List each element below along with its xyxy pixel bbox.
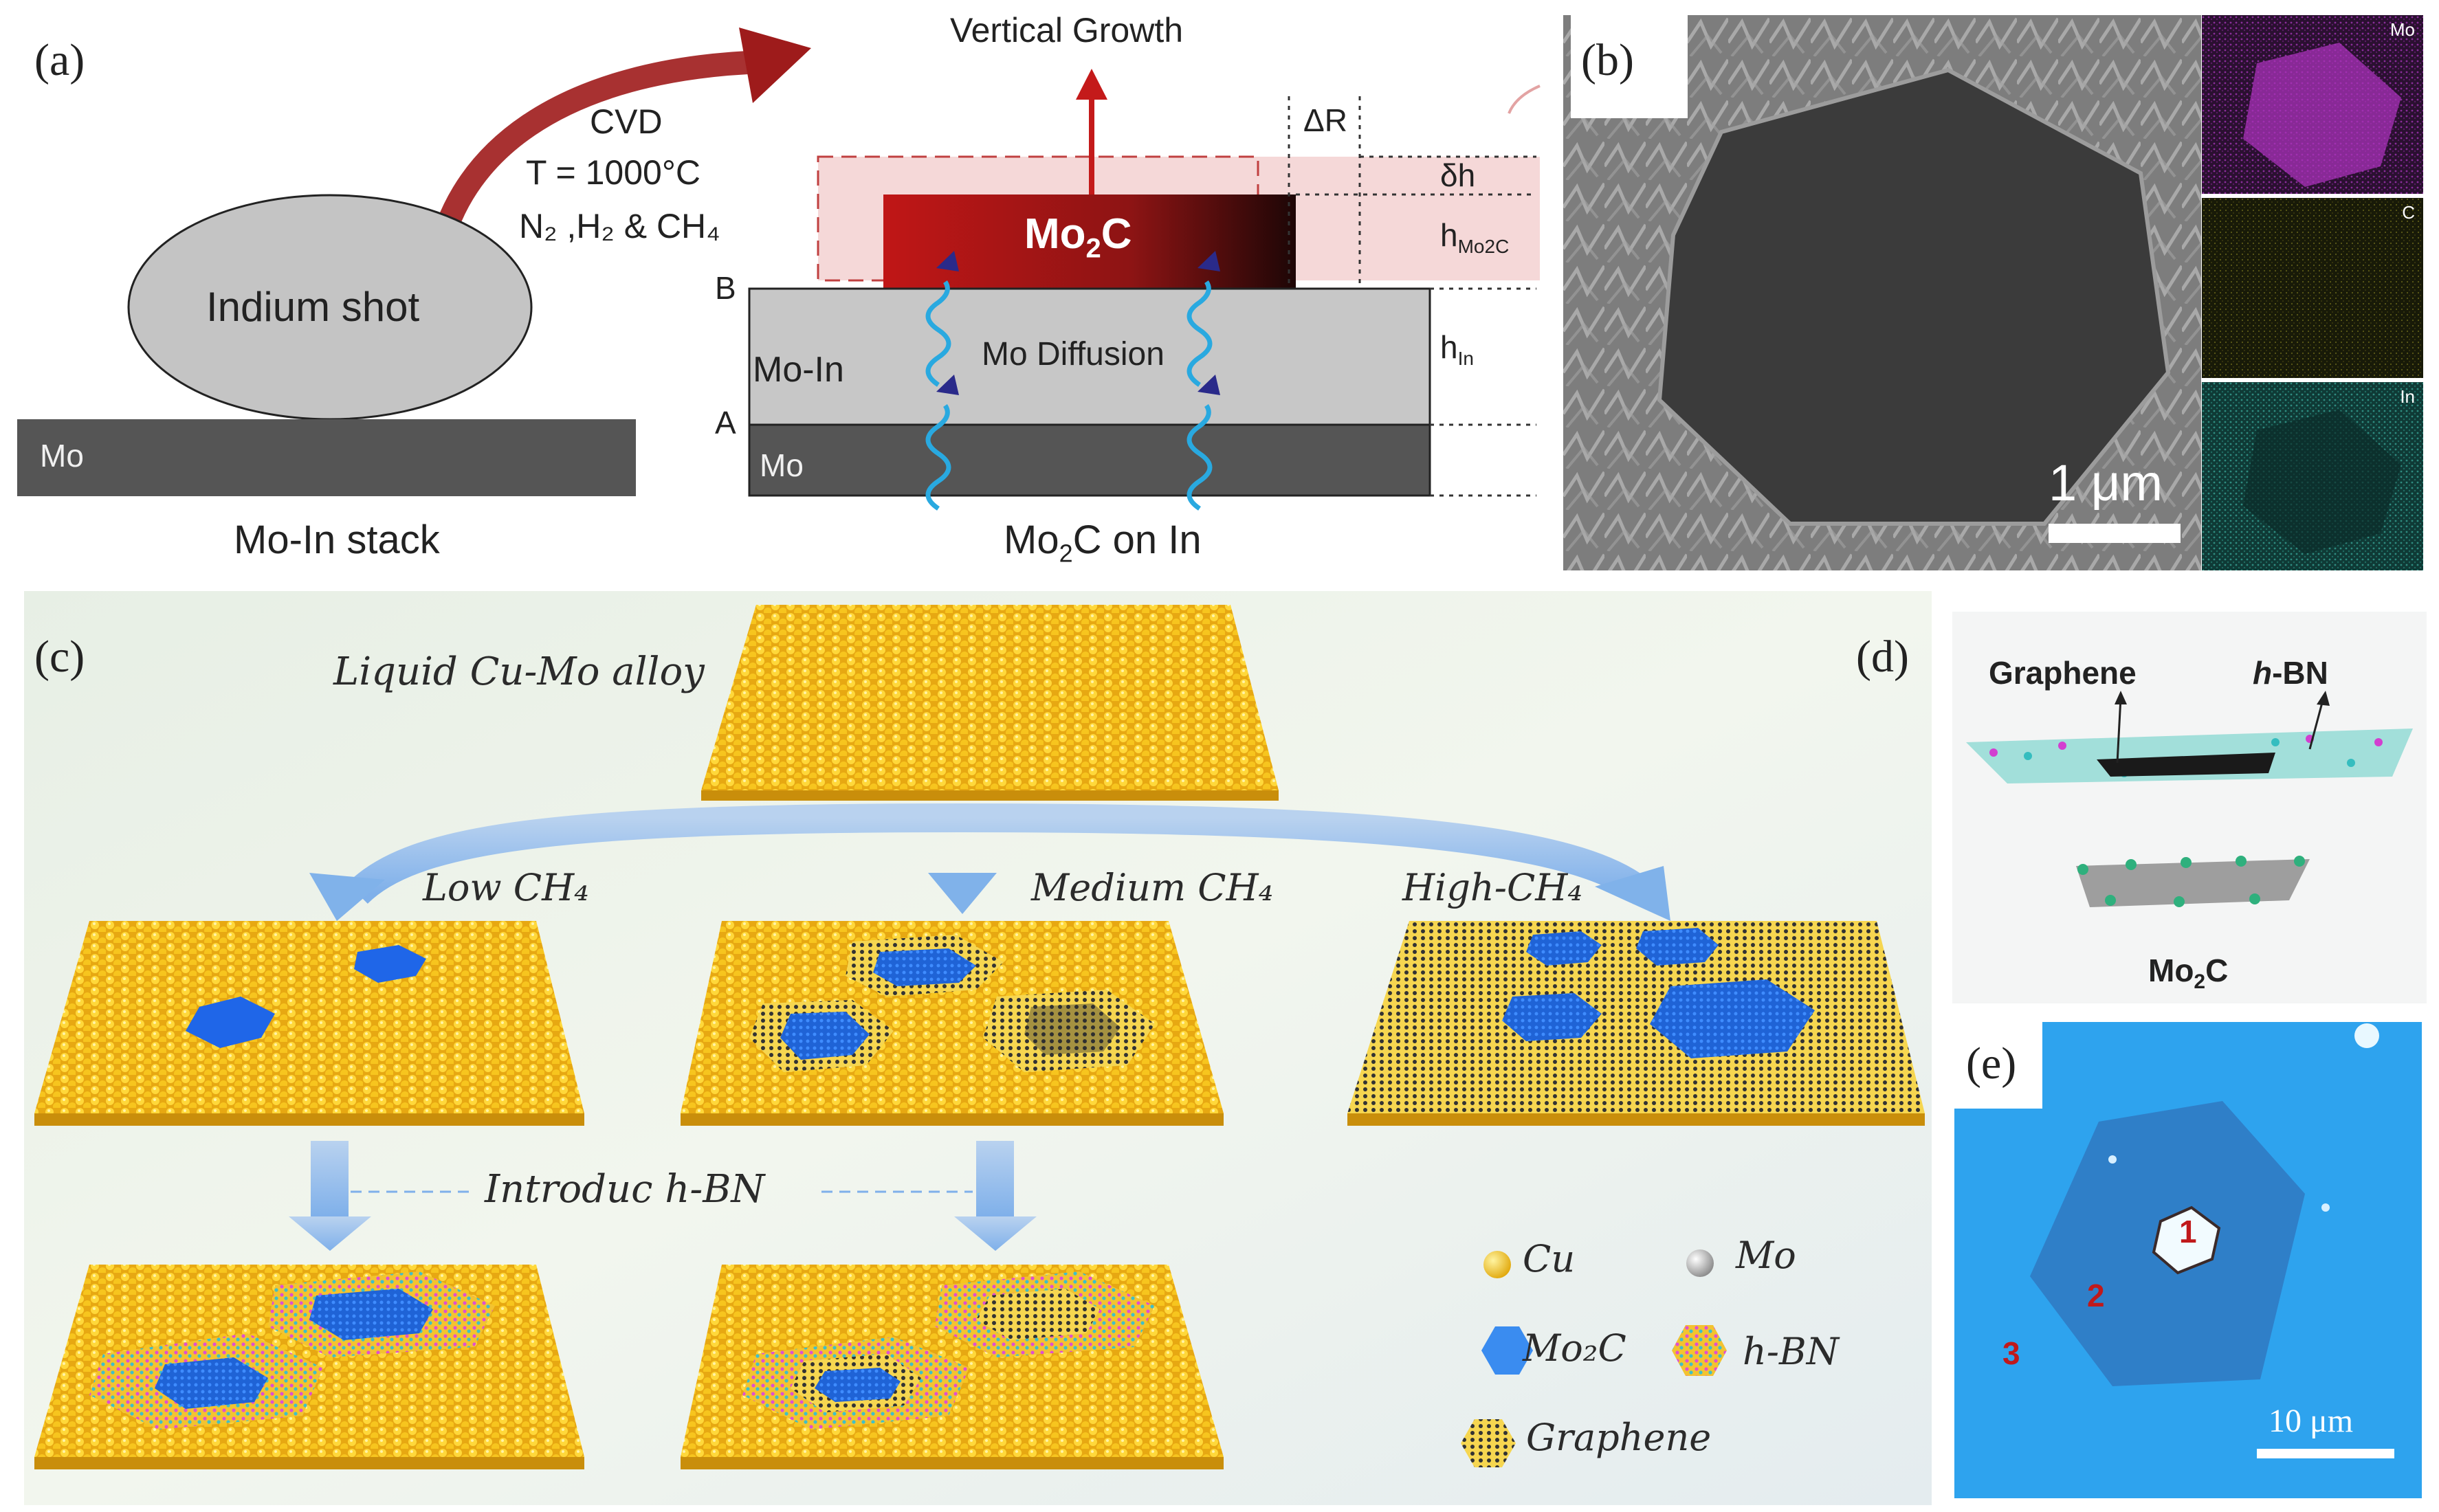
mo2c-block-label: Mo2C [1024,210,1132,264]
eds-map-c: C [2202,198,2423,378]
optical-image [1954,1022,2422,1498]
hbn-arrows [289,1141,1037,1251]
arrow-low [309,873,385,921]
h-in-label: hIn [1440,329,1474,370]
region-1-crystal [2152,1205,2221,1275]
mo-in-layer-label: Mo-In [753,350,844,390]
panel-a-caption: Mo2C on In [1004,518,1202,568]
legend-hbn-icon [1672,1325,1727,1376]
slab-liquid-alloy [701,605,1279,801]
liquid-alloy-label: Liquid Cu-Mo alloy [333,649,705,694]
panel-e-label: (e) [1966,1038,2017,1089]
panel-d-graphene-label: Graphene [1989,655,2137,691]
sem-image [1563,15,2201,570]
mo-diffusion-label: Mo Diffusion [982,336,1165,373]
mo-layer [748,423,1431,497]
slab-low-hbn [34,1265,584,1469]
arrow-high [1595,866,1670,921]
delta-h-label: δh [1440,157,1476,193]
slab-medium-hbn [681,1265,1224,1469]
legend-cu-icon [1483,1251,1511,1278]
panel-d-hbn-label: h-BN [2253,655,2328,691]
panel-b-scale-text: 1 μm [2049,454,2163,511]
slab-low-ch4 [34,921,584,1126]
vertical-growth-label: Vertical Growth [950,11,1184,49]
panel-b-label-bg [1571,15,1688,118]
legend-mo-label: Mo [1736,1234,1796,1277]
mo-layer-label: Mo [760,447,804,483]
panel-e-scale-bar [2257,1449,2394,1458]
region-label-3: 3 [2002,1335,2020,1371]
legend-markers [1461,1249,1727,1467]
medium-ch4-label: Medium CH₄ [1031,866,1274,909]
high-ch4-label: High-CH₄ [1402,866,1583,909]
legend-hbn-label: h-BN [1743,1330,1839,1373]
panel-a-label: (a) [34,35,85,85]
mo2c-flake-2 [354,945,426,983]
eds-label-c: C [2402,202,2415,223]
eds-map-in: In [2202,382,2423,570]
arrow-medium [928,873,997,914]
panel-b-label: (b) [1581,35,1634,85]
region-label-2: 2 [2087,1278,2105,1313]
eds-label-in: In [2400,386,2415,407]
panel-c-diagram [24,591,1932,1505]
mo-diffusion-squiggles [925,280,1213,511]
panel-d-mo2c-label: Mo2C [2148,953,2229,994]
cvd-arrowhead [739,27,811,103]
graphene-sheet [2097,753,2275,777]
sem-dark-hexagon [1659,70,2168,524]
eds-label-mo: Mo [2390,19,2415,40]
gases-label: N₂ ,H₂ & CH₄ [519,207,720,245]
introduce-hbn-label: Introduc h-BN [485,1167,765,1212]
panel-e-scale-text: 10 μm [2269,1403,2354,1439]
eds-map-mo: Mo [2202,15,2423,194]
panel-a-diagram [17,27,1541,511]
low-ch4-label: Low CH₄ [423,866,589,909]
h-mo2c-label: hMo2C [1440,217,1510,258]
panel-e-label-bg [1954,1022,2042,1109]
point-b-label: B [715,270,736,306]
legend-graphene-label: Graphene [1526,1416,1712,1459]
mo2c-flake-1 [186,997,275,1048]
legend-mo2c-label: Mo₂C [1523,1326,1626,1370]
region-label-1: 1 [2179,1214,2197,1249]
panel-d-label: (d) [1856,632,1909,682]
slab-medium-ch4 [681,921,1224,1126]
branch-arrows [347,803,1653,905]
legend-mo2c-icon [1481,1326,1533,1375]
mo-substrate-left [17,419,636,496]
cvd-label: CVD [590,102,663,141]
indium-shot-label: Indium shot [206,284,420,330]
legend-graphene-icon [1461,1419,1516,1467]
legend-mo-icon [1686,1249,1714,1277]
point-a-label: A [715,405,736,441]
panel-b-scale-bar [2049,524,2181,543]
stack-caption: Mo-In stack [234,518,440,562]
panel-d-diagram [1952,612,2427,1003]
mo2c-block [883,194,1296,291]
slab-high-ch4 [1347,921,1925,1126]
mo-substrate-label: Mo [40,438,84,474]
delta-r-label: ΔR [1303,102,1347,138]
panel-c-label: (c) [34,632,85,682]
temperature-label: T = 1000°C [526,153,700,192]
legend-cu-label: Cu [1523,1237,1576,1280]
dimension-guides [1288,96,1536,497]
